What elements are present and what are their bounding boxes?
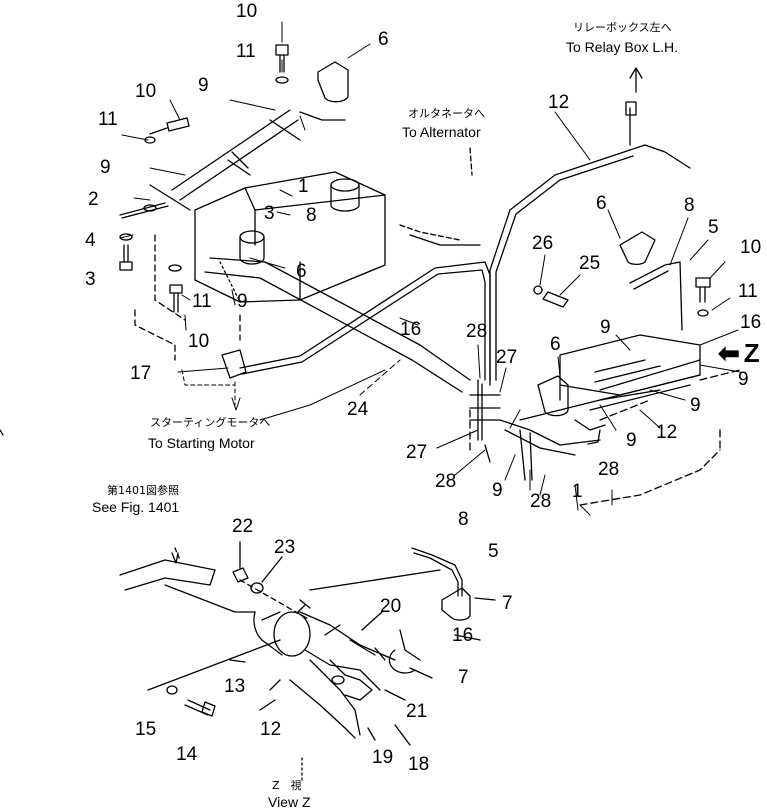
terminal [119, 202, 166, 216]
callout-9: 9 [100, 157, 111, 178]
battery [194, 171, 386, 303]
callout-10: 10 [236, 1, 258, 22]
relay-en-label: To Relay Box L.H. [566, 39, 679, 55]
engine-outline [469, 369, 741, 506]
relay-jp-label: リレーボックス左へ [573, 21, 672, 34]
cable-5 [629, 261, 683, 331]
callout-14: 14 [176, 744, 198, 765]
callout-10: 10 [135, 81, 157, 102]
callout-12: 12 [548, 92, 570, 113]
callout-22: 22 [232, 516, 254, 537]
callout-25: 25 [579, 253, 601, 274]
callout-9: 9 [738, 369, 749, 390]
z-arrow-marker: ⬅Z [718, 338, 760, 368]
terminal-cover [317, 61, 349, 103]
callout-6: 6 [596, 193, 607, 214]
callout-16: 16 [452, 625, 474, 646]
callout-6: 6 [550, 334, 561, 355]
alternator-en-label: To Alternator [402, 124, 481, 140]
callout-9: 9 [626, 430, 637, 451]
callout-28: 28 [598, 459, 620, 480]
starting-en-label: To Starting Motor [148, 435, 255, 451]
callout-7: 7 [502, 593, 513, 614]
callout-28: 28 [530, 491, 552, 512]
cable-5 [411, 547, 463, 597]
callout-11: 11 [192, 291, 212, 312]
callout-20: 20 [380, 596, 402, 617]
callout-12: 12 [260, 719, 282, 740]
callout-6: 6 [378, 29, 389, 50]
nut [232, 567, 249, 583]
callout-16: 16 [740, 312, 762, 333]
callout-8: 8 [458, 509, 469, 530]
callout-9: 9 [198, 75, 209, 96]
callout-26: 26 [532, 233, 554, 254]
bolt [119, 44, 289, 313]
alternator-jp-label: オルタネータへ [408, 107, 485, 120]
callout-23: 23 [274, 537, 296, 558]
callout-8: 8 [306, 205, 317, 226]
callout-10: 10 [740, 237, 762, 258]
leader-lines [119, 21, 741, 516]
callout-13: 13 [224, 676, 246, 697]
callout-8: 8 [684, 195, 695, 216]
callout-9: 9 [237, 291, 248, 312]
callout-28: 28 [435, 471, 457, 492]
callout-7: 7 [458, 667, 469, 688]
starter-connector [221, 349, 247, 379]
viewz-en-label: View Z [268, 794, 311, 810]
callout-12: 12 [656, 422, 678, 443]
starter-cable [204, 257, 471, 393]
clip [469, 394, 501, 421]
callout-21: 21 [406, 701, 428, 722]
relay-block [519, 334, 701, 421]
battery-bracket [149, 109, 301, 211]
bolt [187, 699, 211, 711]
fig-en-label: See Fig. 1401 [92, 499, 180, 515]
callout-4: 4 [85, 230, 96, 251]
callout-10: 10 [188, 331, 210, 352]
callout-11: 11 [738, 281, 758, 302]
view-z-assembly [119, 547, 441, 739]
starting-jp-label: スターティングモータへ [150, 416, 271, 429]
terminal-cover [619, 231, 656, 266]
alternator-lead [399, 224, 461, 241]
callout-16: 16 [400, 319, 422, 340]
callout-28: 28 [466, 321, 488, 342]
callout-11: 11 [236, 41, 256, 62]
tray-outline [134, 309, 176, 361]
harness-12 [489, 101, 691, 381]
callout-5: 5 [488, 541, 499, 562]
callout-9: 9 [690, 395, 701, 416]
callout-18: 18 [408, 754, 430, 775]
callout-19: 19 [372, 747, 394, 768]
callout-9: 9 [600, 317, 611, 338]
callout-3: 3 [264, 203, 275, 224]
callout-27: 27 [406, 442, 428, 463]
callout-1: 1 [298, 176, 309, 197]
callout-27: 27 [496, 347, 518, 368]
callout-15: 15 [135, 719, 157, 740]
callout-11: 11 [98, 109, 118, 130]
callout-1: 1 [572, 481, 583, 502]
callout-6: 6 [296, 261, 307, 282]
callout-17: 17 [130, 363, 152, 384]
viewz-jp-label: Z 視 [272, 779, 302, 792]
callout-24: 24 [347, 399, 369, 420]
callout-3: 3 [85, 269, 96, 290]
callout-2: 2 [88, 189, 99, 210]
callout-9: 9 [492, 480, 503, 501]
callout-5: 5 [708, 217, 719, 238]
fig-jp-label: 第1401図参照 [107, 484, 179, 497]
terminal-cover [537, 375, 569, 417]
